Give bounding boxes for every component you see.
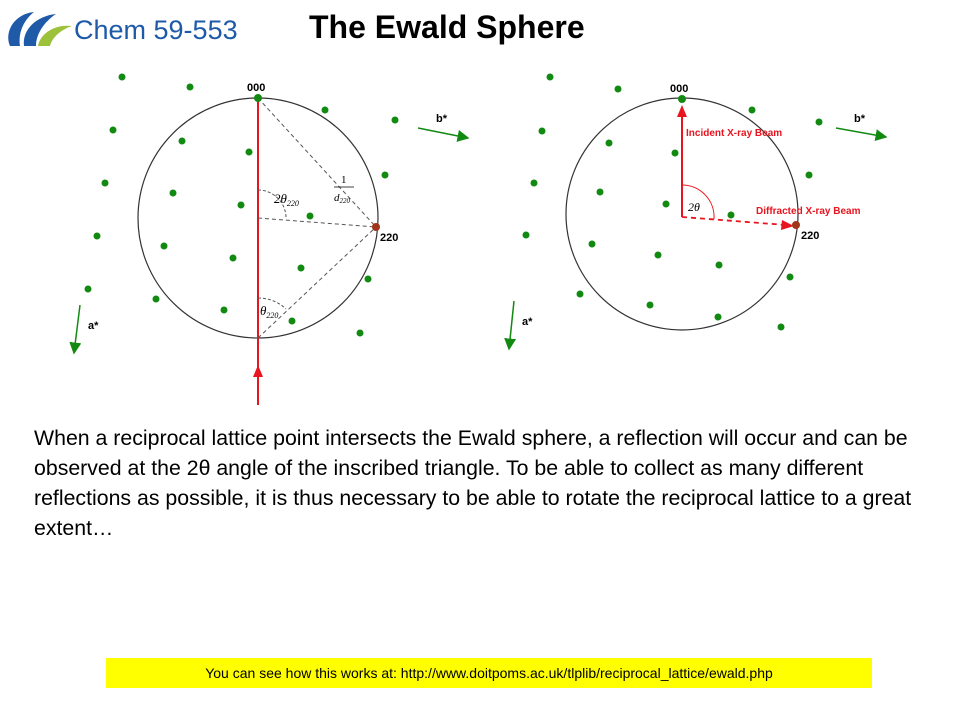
origin-point-000: [678, 95, 686, 103]
lattice-points-right: [522, 73, 823, 331]
origin-label: 000: [247, 82, 265, 94]
two-theta-symbol: 2θ: [274, 191, 288, 206]
lattice-point: [654, 251, 662, 259]
dashed-line-center-to-220: [257, 217, 377, 228]
logo-green-swoosh: [38, 25, 72, 46]
lattice-point: [306, 212, 314, 220]
lattice-point: [118, 73, 126, 81]
dashed-line-origin-to-220: [257, 97, 377, 228]
reflection-point-220: [792, 221, 800, 229]
lattice-point: [84, 285, 92, 293]
diffracted-beam-arrowhead: [781, 220, 794, 230]
inverse-d-spacing-label: 1 d220: [334, 174, 354, 205]
lattice-point: [748, 106, 756, 114]
lattice-point: [152, 295, 160, 303]
theta-arc: [257, 297, 287, 310]
lattice-point: [169, 189, 177, 197]
lattice-point: [245, 148, 253, 156]
incident-beam-arrowhead: [253, 365, 263, 377]
lattice-point: [321, 106, 329, 114]
two-theta-arc: [257, 189, 287, 220]
lattice-point: [109, 126, 117, 134]
lattice-point: [522, 231, 530, 239]
a-star-label: a*: [88, 320, 99, 332]
lattice-point: [714, 313, 722, 321]
ewald-diagram-left: 000 220 b* a* 2θ220 θ220 1 d220: [69, 73, 470, 405]
b-star-arrow: [835, 127, 888, 142]
lattice-point: [546, 73, 554, 81]
lattice-point: [237, 201, 245, 209]
lattice-point: [220, 306, 228, 314]
lattice-point: [727, 211, 735, 219]
ewald-diagram-right: 000 220 b* a* Incident X-ray Beam Diffra…: [504, 73, 888, 351]
lattice-point: [576, 290, 584, 298]
lattice-point: [596, 188, 604, 196]
incident-beam-label: Incident X-ray Beam: [686, 128, 782, 139]
a-star-label: a*: [522, 316, 533, 328]
university-logo-icon: [8, 12, 72, 46]
lattice-point: [538, 127, 546, 135]
lattice-point: [605, 139, 613, 147]
reflection-label: 220: [380, 232, 398, 244]
logo-blue-swoosh-2: [23, 14, 57, 46]
b-star-label: b*: [436, 113, 448, 125]
lattice-point: [391, 116, 399, 124]
lattice-point: [662, 200, 670, 208]
two-theta-subscript: 220: [287, 199, 299, 208]
theta-label: θ220: [260, 303, 278, 320]
d-subscript: 220: [340, 197, 351, 205]
b-star-label: b*: [854, 113, 866, 125]
diffracted-beam-label: Diffracted X-ray Beam: [756, 206, 861, 217]
lattice-point: [805, 171, 813, 179]
diffracted-beam-line: [681, 216, 787, 226]
lattice-point: [588, 240, 596, 248]
theta-symbol: θ: [260, 303, 267, 318]
lattice-point: [530, 179, 538, 187]
lattice-point: [815, 118, 823, 126]
lattice-point: [160, 242, 168, 250]
lattice-point: [186, 83, 194, 91]
two-theta-label: 2θ: [688, 200, 700, 214]
explanation-paragraph: When a reciprocal lattice point intersec…: [34, 426, 912, 540]
page-title: The Ewald Sphere: [309, 9, 585, 45]
origin-point-000: [254, 94, 262, 102]
a-star-arrow: [69, 304, 82, 355]
d-denominator: d220: [334, 192, 351, 205]
lattice-point: [356, 329, 364, 337]
reflection-point-220: [372, 223, 380, 231]
lattice-point: [381, 171, 389, 179]
a-star-arrow: [504, 300, 517, 351]
lattice-point: [614, 85, 622, 93]
d-symbol: d: [334, 192, 340, 204]
incident-beam-arrowhead: [677, 105, 687, 117]
d-numerator: 1: [341, 174, 347, 186]
lattice-point: [671, 149, 679, 157]
logo-blue-swoosh: [8, 12, 34, 46]
dashed-line-bottom-to-220: [257, 226, 377, 339]
lattice-point: [288, 317, 296, 325]
theta-subscript: 220: [266, 311, 278, 320]
two-theta-label: 2θ220: [274, 191, 299, 208]
lattice-points-left: [84, 73, 399, 337]
lattice-point: [364, 275, 372, 283]
two-theta-arc: [681, 184, 715, 220]
reference-link-banner: You can see how this works at: http://ww…: [106, 658, 872, 688]
origin-label: 000: [670, 83, 688, 95]
lattice-point: [178, 137, 186, 145]
lattice-point: [101, 179, 109, 187]
lattice-point: [646, 301, 654, 309]
reflection-label: 220: [801, 230, 819, 242]
course-code: Chem 59-553: [74, 15, 238, 45]
lattice-point: [715, 261, 723, 269]
lattice-point: [93, 232, 101, 240]
lattice-point: [786, 273, 794, 281]
lattice-point: [229, 254, 237, 262]
b-star-arrow: [417, 127, 470, 142]
lattice-point: [297, 264, 305, 272]
lattice-point: [777, 323, 785, 331]
